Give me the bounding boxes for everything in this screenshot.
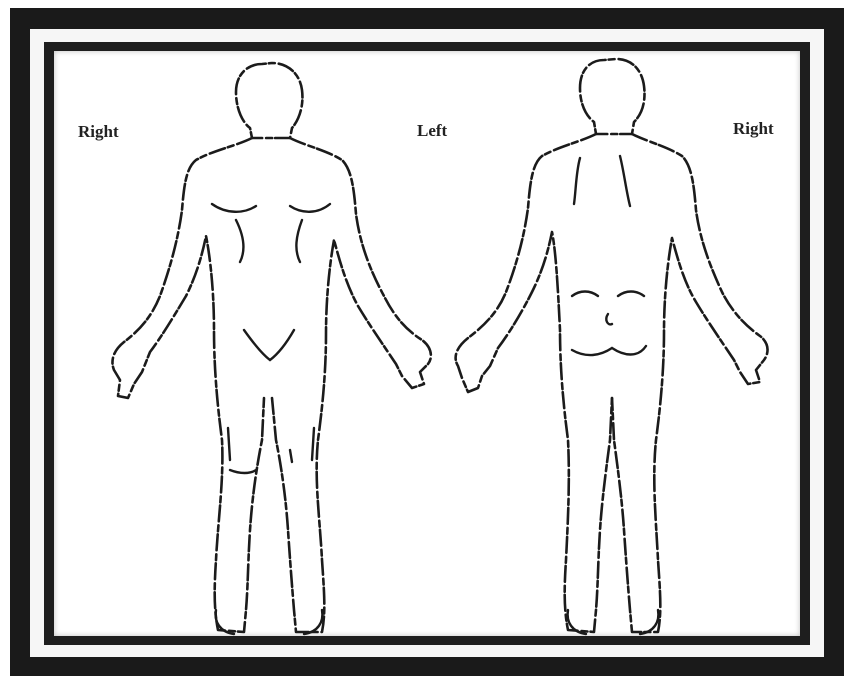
- front-feet-right: [304, 610, 322, 634]
- back-left-outline: [456, 134, 612, 632]
- back-body-figure: [456, 59, 768, 634]
- back-lower-right: [618, 292, 644, 297]
- back-right-outline: [612, 134, 767, 632]
- front-shin-mark: [290, 450, 292, 462]
- front-body-figure: [112, 63, 430, 634]
- front-knee-right: [312, 428, 314, 460]
- back-lower-left: [572, 292, 598, 297]
- back-scapula-right: [620, 156, 630, 206]
- back-scapula-left: [574, 158, 580, 204]
- front-right-outline: [272, 138, 431, 632]
- front-abdomen-right: [296, 220, 302, 262]
- back-head: [580, 59, 645, 134]
- back-buttock-line: [572, 346, 646, 355]
- front-knee-left: [228, 428, 230, 460]
- back-spine-end: [606, 314, 612, 324]
- front-chest-left: [212, 204, 256, 212]
- back-feet-right: [640, 610, 658, 634]
- front-chest-right: [290, 204, 330, 212]
- front-groin: [244, 330, 294, 360]
- front-head: [236, 63, 302, 138]
- front-abdomen-left: [236, 220, 243, 262]
- front-knee-line: [230, 470, 256, 473]
